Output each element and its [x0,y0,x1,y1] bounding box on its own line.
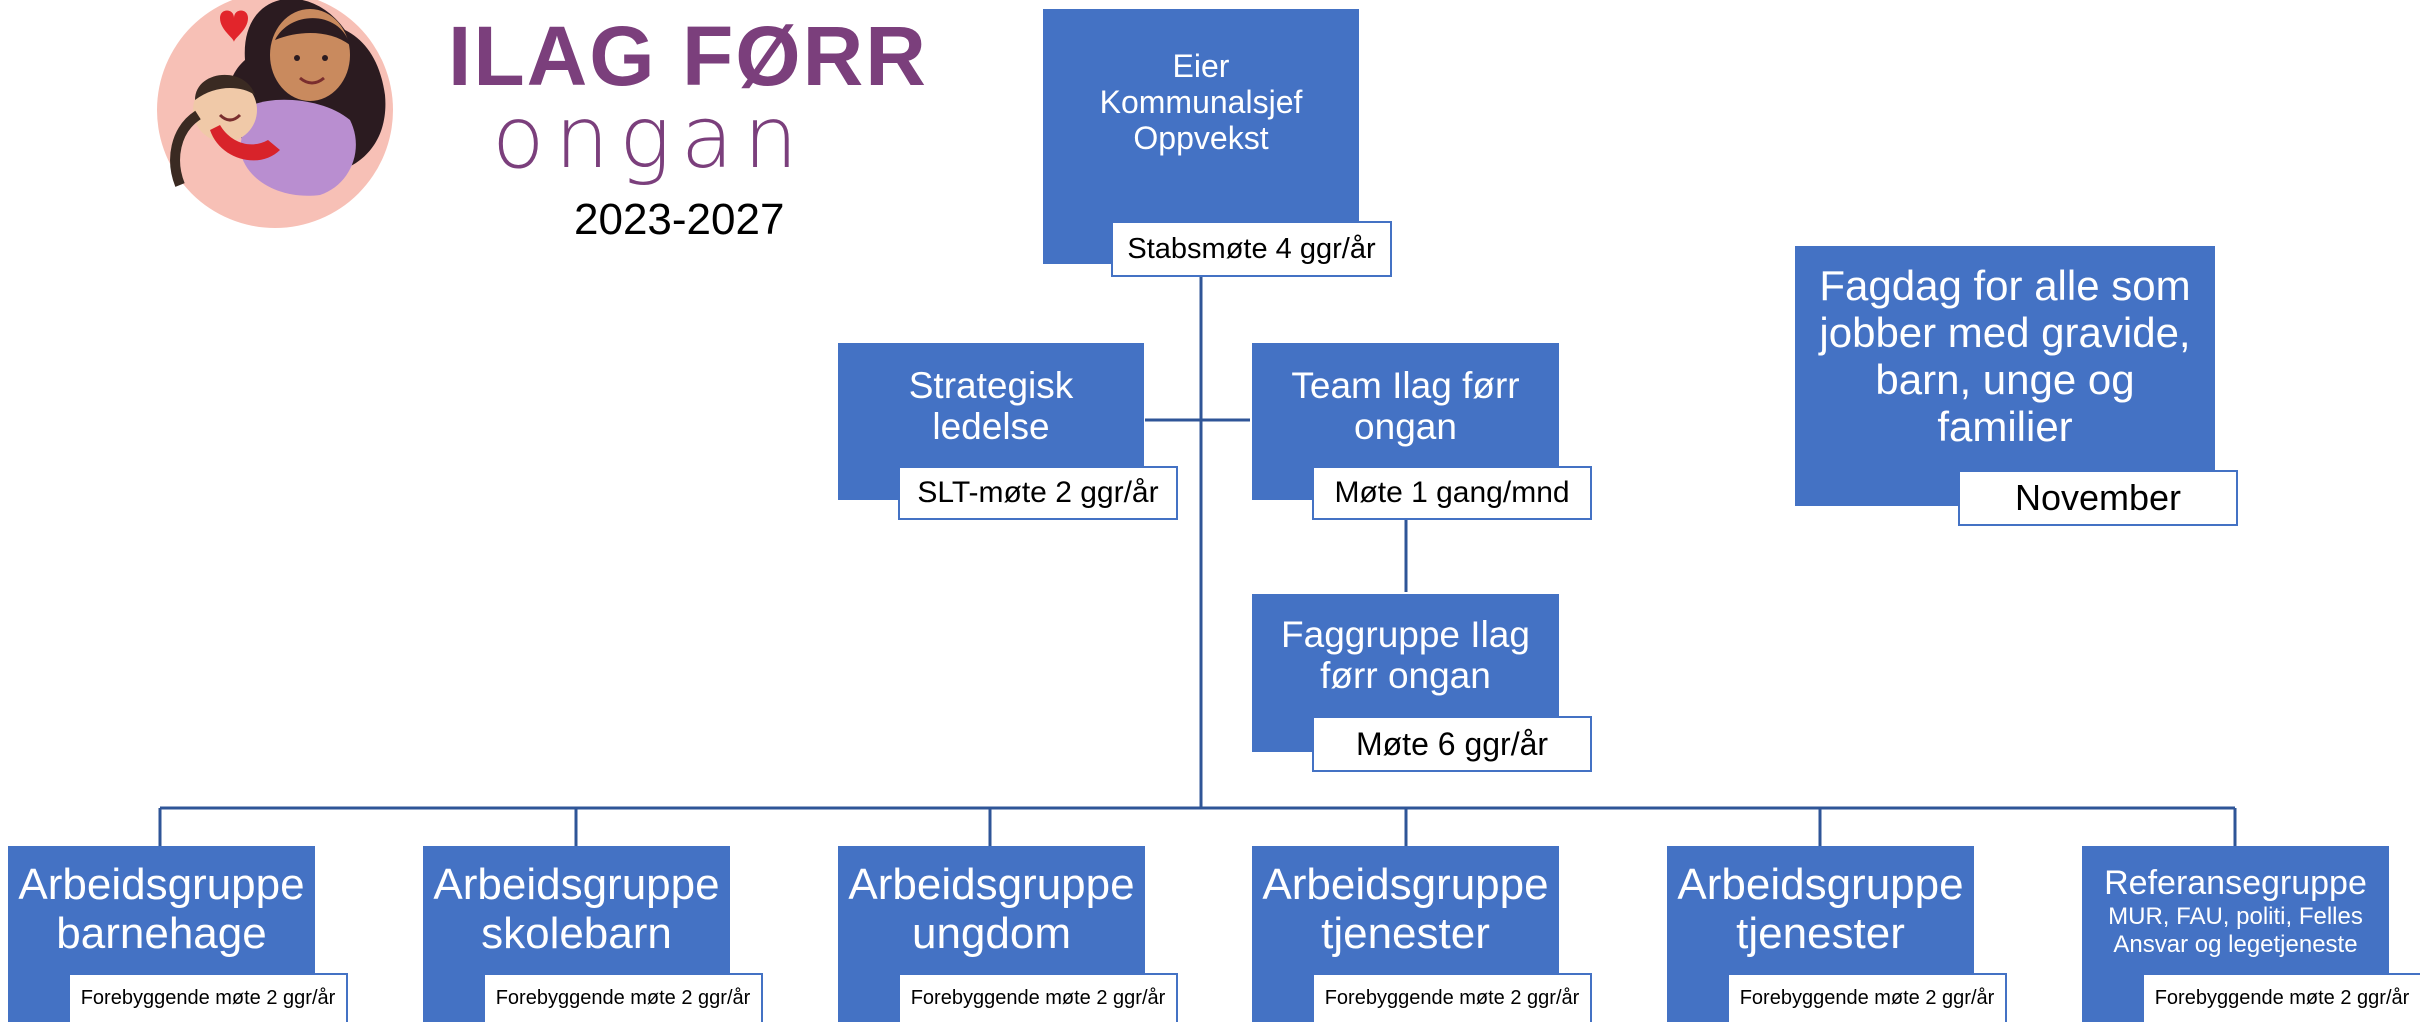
group-meeting-tag: Forebyggende møte 2 ggr/år [2142,973,2420,1022]
group-box-tjenester-2[interactable]: Arbeidsgruppe tjenester [1667,846,1974,1022]
group-label: Arbeidsgruppe tjenester [1262,860,1549,959]
logo-title-line1: ILAG FØRR [448,9,928,103]
fagdag-box[interactable]: Fagdag for alle som jobber med gravide, … [1795,246,2215,506]
team-meeting-tag: Møte 1 gang/mnd [1312,466,1592,520]
referansegruppe-subtitle: MUR, FAU, politi, Felles Ansvar og leget… [2108,903,2363,958]
strategic-meeting-tag: SLT-møte 2 ggr/år [898,466,1178,520]
group-meeting-tag: Forebyggende møte 2 ggr/år [483,973,763,1022]
strategic-label: Strategisk ledelse [908,365,1074,448]
group-meeting-tag: Forebyggende møte 2 ggr/år [1312,973,1592,1022]
owner-label: Eier Kommunalsjef Oppvekst [1099,48,1303,156]
group-box-barnehage[interactable]: Arbeidsgruppe barnehage [8,846,315,1022]
group-box-referansegruppe[interactable]: Referansegruppe MUR, FAU, politi, Felles… [2082,846,2389,1022]
group-meeting-tag: Forebyggende møte 2 ggr/år [68,973,348,1022]
faggruppe-meeting-tag: Møte 6 ggr/år [1312,716,1592,772]
group-label: Arbeidsgruppe ungdom [848,860,1135,959]
logo-years: 2023-2027 [574,195,785,244]
fagdag-label: Fagdag for alle som jobber med gravide, … [1819,262,2191,451]
group-label: Arbeidsgruppe skolebarn [433,860,720,959]
mother-child-hug-illustration [157,0,393,228]
referansegruppe-title: Referansegruppe [2104,864,2367,902]
faggruppe-label: Faggruppe Ilag førr ongan [1281,614,1530,697]
logo-title-line2: ongan [492,88,808,188]
owner-meeting-tag: Stabsmøte 4 ggr/år [1111,221,1392,277]
fagdag-date-tag: November [1958,470,2238,526]
group-label: Arbeidsgruppe barnehage [18,860,305,959]
group-meeting-tag: Forebyggende møte 2 ggr/år [1727,973,2007,1022]
team-label: Team Ilag førr ongan [1291,365,1520,448]
group-label: Arbeidsgruppe tjenester [1677,860,1964,959]
group-meeting-tag: Forebyggende møte 2 ggr/år [898,973,1178,1022]
